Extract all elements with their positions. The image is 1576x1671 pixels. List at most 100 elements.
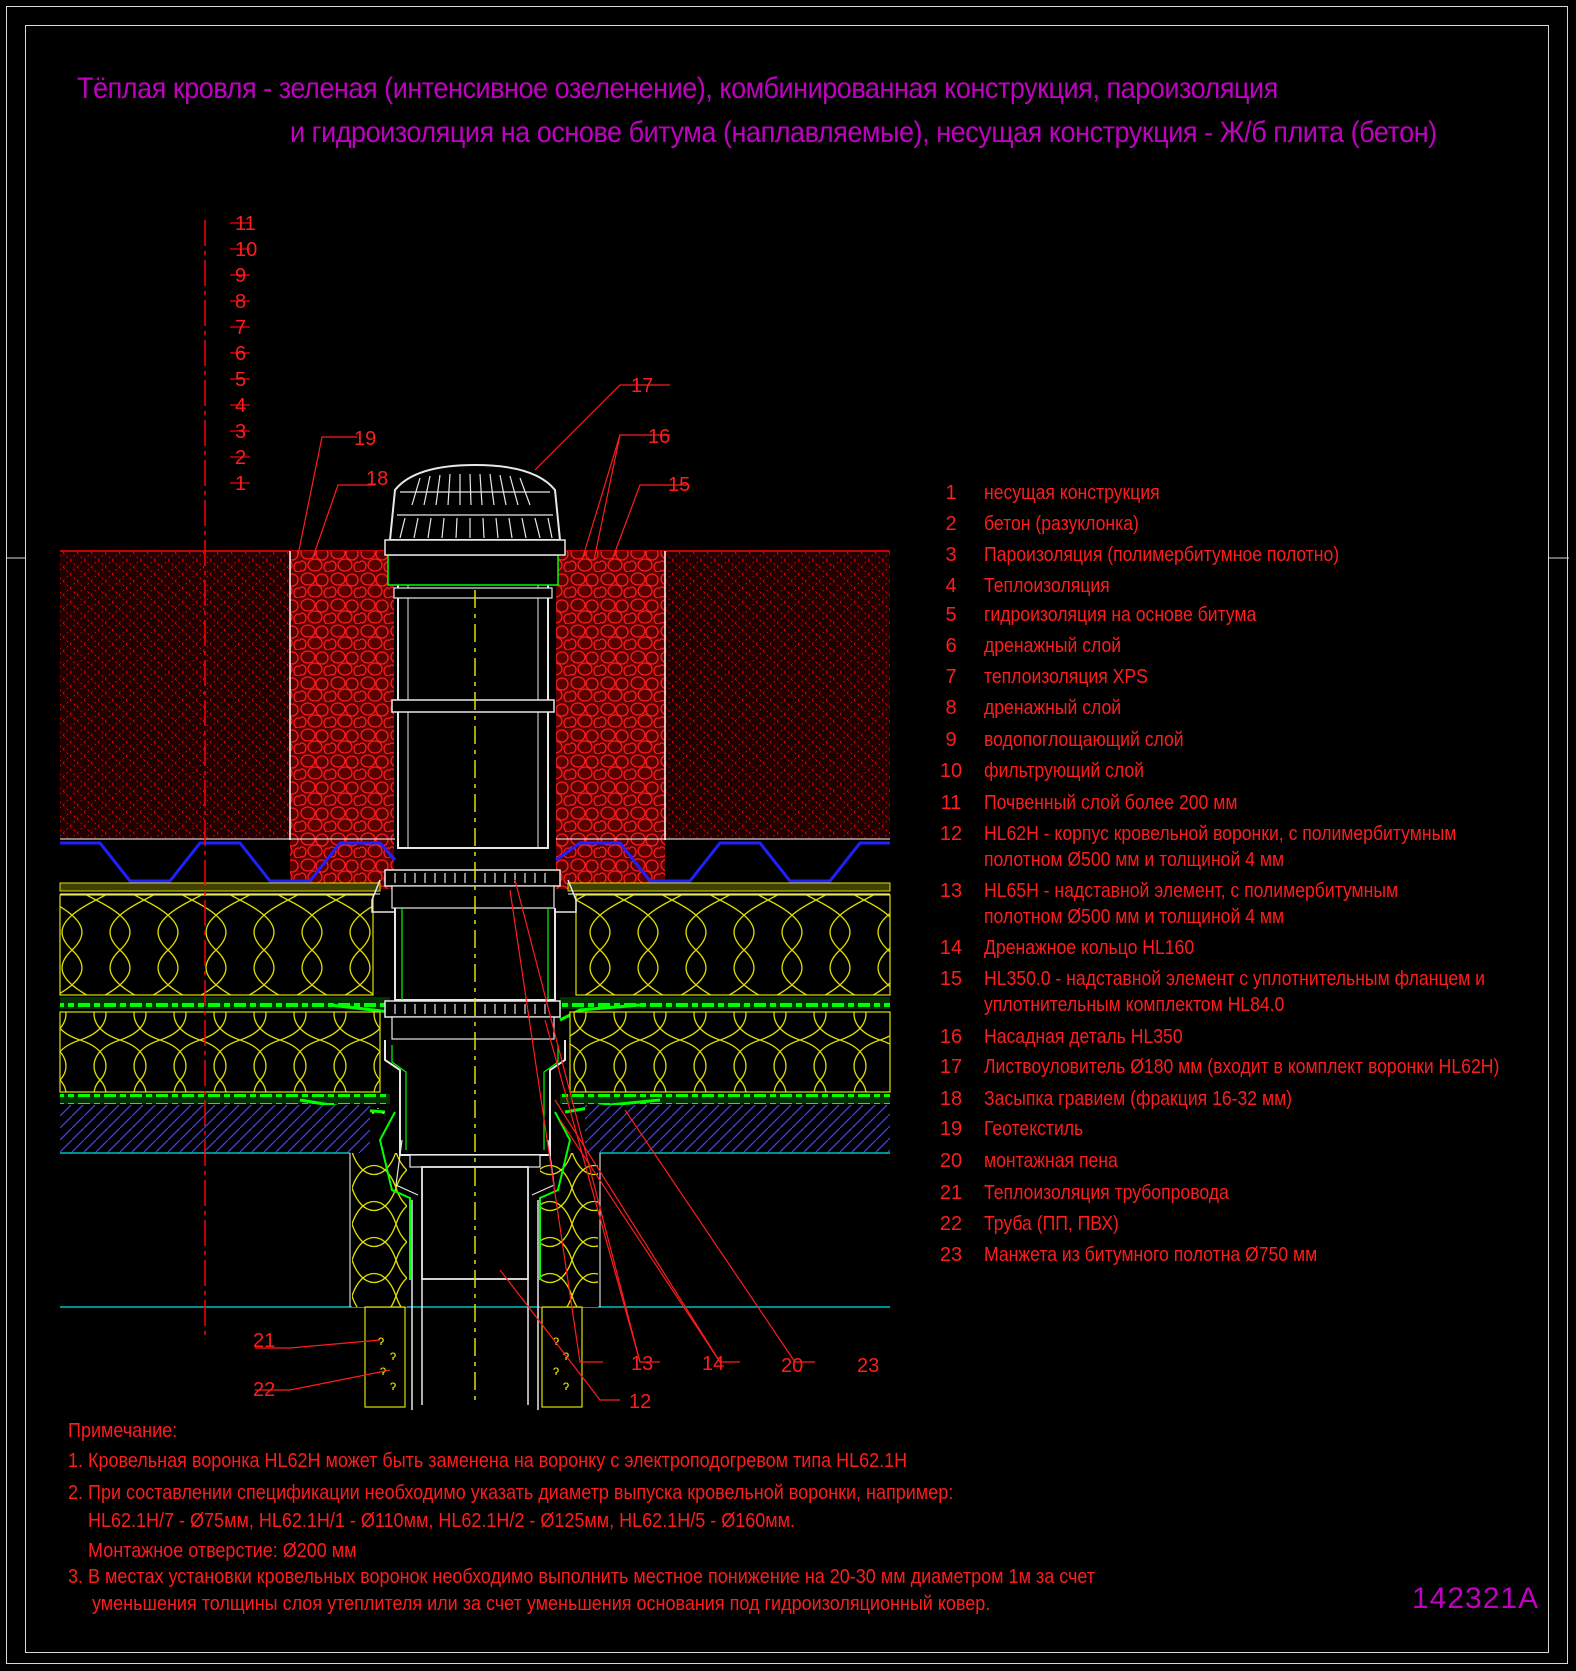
legend-item-number: 7 (945, 666, 957, 688)
legend-item-text-cont: полотном Ø500 мм и толщиной 4 мм (984, 906, 1285, 928)
svg-text:ɂ: ɂ (378, 1332, 384, 1348)
layer-scale-label: 7 (235, 317, 246, 339)
legend-item-text-cont: полотном Ø500 мм и толщиной 4 мм (984, 849, 1285, 871)
legend-item-number: 13 (939, 880, 963, 902)
note-2-examples: HL62.1H/7 - Ø75мм, HL62.1H/1 - Ø110мм, H… (88, 1510, 795, 1532)
leaf-guard-dome (384, 463, 566, 556)
svg-text:ɂ: ɂ (390, 1377, 396, 1393)
legend-item-text: Почвенный слой более 200 мм (984, 792, 1238, 814)
legend-item-number: 19 (939, 1118, 963, 1140)
title-line-2: и гидроизоляция на основе битума (наплав… (290, 116, 1437, 149)
legend-item-number: 2 (945, 513, 957, 535)
svg-text:ɂ: ɂ (380, 1362, 386, 1378)
legend-item-number: 23 (939, 1244, 963, 1266)
legend-item-number: 15 (939, 968, 963, 990)
callout-12: 12 (629, 1391, 651, 1413)
legend-item-number: 16 (939, 1026, 963, 1048)
legend-item-number: 18 (939, 1088, 963, 1110)
svg-text:ɂ: ɂ (390, 1347, 396, 1363)
callout-16: 16 (648, 426, 670, 448)
note-2-opening: Монтажное отверстие: Ø200 мм (88, 1540, 357, 1562)
legend-item-text: теплоизоляция XPS (984, 666, 1148, 688)
legend-item-number: 17 (939, 1056, 963, 1078)
legend-item-text: Насадная деталь HL350 (984, 1026, 1183, 1048)
xps-insulation (59, 894, 891, 996)
layer-scale-label: 6 (235, 343, 246, 365)
concrete-screed (60, 1105, 890, 1154)
layer-scale-label: 11 (235, 213, 256, 235)
legend-item-number: 1 (945, 482, 957, 504)
callout-18: 18 (366, 468, 388, 490)
layer-scale-label: 1 (235, 473, 246, 495)
legend-item-text: HL62H - корпус кровельной воронки, с пол… (984, 823, 1457, 845)
layer-scale-label: 9 (235, 265, 246, 287)
drainage-layer-upper (60, 838, 890, 883)
layer-scale-label: 3 (235, 421, 246, 443)
title-line-1: Тёплая кровля - зеленая (интенсивное озе… (77, 72, 1278, 105)
legend-item-text: Засыпка гравием (фракция 16-32 мм) (984, 1088, 1293, 1110)
note-2: 2. При составлении спецификации необходи… (68, 1482, 954, 1504)
callout-21: 21 (253, 1330, 275, 1352)
svg-text:ɂ: ɂ (563, 1377, 569, 1393)
legend-item-text: бетон (разуклонка) (984, 513, 1139, 535)
drawing-code: 142321A (1412, 1582, 1540, 1615)
legend-item-number: 14 (939, 937, 963, 959)
layer-scale-label: 8 (235, 291, 246, 313)
svg-text:ɂ: ɂ (553, 1332, 559, 1348)
legend-item-text: Теплоизоляция (984, 575, 1110, 597)
callout-14: 14 (702, 1353, 724, 1375)
legend-item-number: 11 (940, 792, 962, 814)
legend-item-text: Теплоизоляция трубопровода (984, 1182, 1229, 1204)
legend-item-number: 5 (945, 604, 957, 626)
legend-item-text: гидроизоляция на основе битума (984, 604, 1257, 626)
callout-22: 22 (253, 1379, 275, 1401)
leader-lines (255, 384, 815, 1401)
layer-scale-label: 2 (235, 447, 246, 469)
note-3: 3. В местах установки кровельных воронок… (68, 1566, 1096, 1588)
layer-scale: 11 10 9 8 7 6 5 4 3 2 1 (204, 213, 257, 1340)
legend-item-number: 10 (939, 760, 963, 782)
legend-item-number: 3 (945, 544, 957, 566)
legend-item-number: 6 (945, 635, 957, 657)
legend-item-text: несущая конструкция (984, 482, 1160, 504)
legend-item-number: 9 (945, 729, 957, 751)
filter-layers (59, 882, 891, 895)
legend-item-text: Труба (ПП, ПВХ) (984, 1213, 1119, 1235)
legend-item-number: 12 (939, 823, 963, 845)
legend-item-number: 22 (939, 1213, 963, 1235)
svg-text:ɂ: ɂ (563, 1347, 569, 1363)
note-3-cont: уменьшения толщины слоя утеплителя или з… (92, 1593, 991, 1615)
svg-text:ɂ: ɂ (553, 1362, 559, 1378)
drawing-frame-outer (6, 6, 1568, 1664)
callout-19: 19 (354, 428, 376, 450)
roof-drain-assembly (371, 554, 577, 1410)
legend-item-number: 21 (939, 1182, 963, 1204)
callout-13: 13 (631, 1353, 653, 1375)
layer-scale-label: 10 (235, 239, 257, 261)
layer-scale-label: 5 (235, 369, 246, 391)
legend-item-text: монтажная пена (984, 1150, 1118, 1172)
soil-layer (60, 550, 890, 839)
legend-item-text: фильтрующий слой (984, 760, 1144, 782)
legend-item-text: Дренажное кольцо HL160 (984, 937, 1195, 959)
callout-23: 23 (857, 1355, 879, 1377)
callout-15: 15 (668, 474, 690, 496)
waterproofing-membrane-upper (60, 997, 890, 1022)
legend-item-number: 8 (945, 697, 957, 719)
legend-item-text: Геотекстиль (984, 1118, 1084, 1140)
legend-item-text: HL65H - надставной элемент, с полимербит… (984, 880, 1399, 902)
legend-item-text-cont: уплотнительным комплектом HL84.0 (984, 994, 1285, 1016)
legend-item-text: дренажный слой (984, 697, 1122, 719)
notes-heading: Примечание: (68, 1420, 178, 1442)
legend-item-text: водопоглощающий слой (984, 729, 1184, 751)
thermal-insulation (59, 1011, 891, 1093)
legend-item-text: Манжета из битумного полотна Ø750 мм (984, 1244, 1318, 1266)
gravel-backfill (289, 551, 666, 889)
legend-item-text: HL350.0 - надставной элемент с уплотните… (984, 968, 1485, 990)
note-1: 1. Кровельная воронка HL62H может быть з… (68, 1450, 908, 1472)
callout-20: 20 (781, 1355, 803, 1377)
layer-scale-label: 4 (235, 395, 246, 417)
legend-item-text: Листвоуловитель Ø180 мм (входит в компле… (984, 1056, 1500, 1078)
